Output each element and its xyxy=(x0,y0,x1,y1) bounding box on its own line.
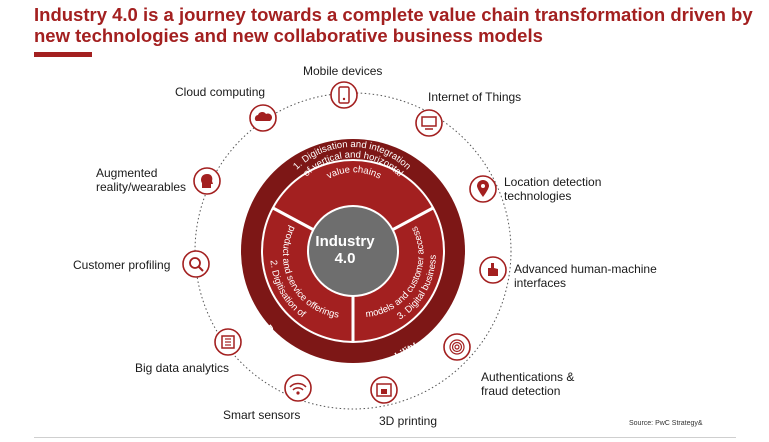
center-disc xyxy=(309,207,397,295)
source-note: Source: PwC Strategy& xyxy=(629,420,703,427)
label-mobile-devices: Mobile devices xyxy=(303,64,383,78)
segment-1-line3: value chains xyxy=(325,164,383,181)
label-authentications: Authentications &fraud detection xyxy=(481,370,575,398)
cloud-icon xyxy=(249,104,277,132)
center-label-line2: 4.0 xyxy=(335,250,356,267)
center-label-line1: Industry xyxy=(315,233,375,250)
magnifier-person-icon xyxy=(182,250,210,278)
label-3d-printing: 3D printing xyxy=(379,414,438,428)
hand-interface-icon xyxy=(479,256,507,284)
head-wearable-icon xyxy=(193,167,221,195)
location-pin-icon xyxy=(469,175,497,203)
label-smart-sensors: Smart sensors xyxy=(223,408,301,422)
internet-of-things-icon xyxy=(415,109,443,137)
slide-title: Industry 4.0 is a journey towards a comp… xyxy=(34,4,753,46)
fingerprint-icon xyxy=(443,333,471,361)
label-cloud-computing: Cloud computing xyxy=(175,85,266,99)
label-big-data-analytics: Big data analytics xyxy=(135,361,230,375)
label-customer-profiling: Customer profiling xyxy=(73,258,171,272)
mobile-devices-icon xyxy=(330,81,358,109)
label-internet-of-things: Internet of Things xyxy=(428,90,522,104)
big-data-icon xyxy=(214,328,242,356)
sensor-waves-icon xyxy=(284,374,312,402)
footer-divider xyxy=(34,437,736,438)
title-accent-bar xyxy=(34,52,92,57)
3d-printer-icon xyxy=(370,376,398,404)
